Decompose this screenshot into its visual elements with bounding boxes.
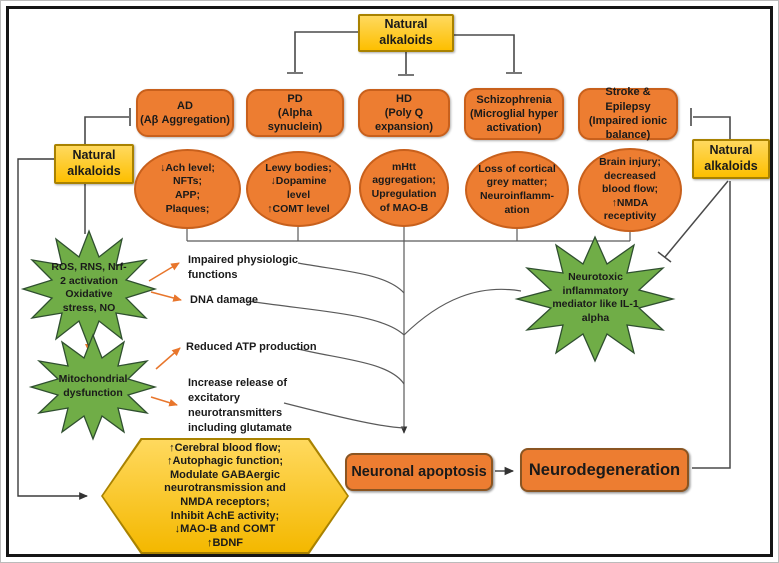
- disease-box-pd: PD (Alpha synuclein): [246, 89, 344, 137]
- effect-curve-2: [247, 300, 405, 336]
- inhibit-connector-schizophrenia: [454, 34, 522, 74]
- pathology-ellipse-pd: Lewy bodies; ↓Dopamine level ↑COMT level: [246, 151, 351, 227]
- disease-name: HD: [396, 92, 412, 105]
- therapeutic-hexagon-text: ↑Cerebral blood flow; ↑Autophagic functi…: [103, 440, 347, 552]
- pathology-ellipse-schizophrenia: Loss of cortical grey matter; Neuroinfla…: [465, 151, 569, 229]
- pathology-line: ↓Dopamine: [270, 175, 327, 188]
- disease-box-schizophrenia: Schizophrenia (Microglial hyper activati…: [464, 88, 564, 140]
- pathology-ellipse-stroke: Brain injury; decreased blood flow; ↑NMD…: [578, 148, 682, 232]
- disease-name: AD: [177, 99, 193, 112]
- disease-box-hd: HD (Poly Q expansion): [358, 89, 450, 137]
- neurodegeneration-box: Neurodegeneration: [520, 448, 689, 492]
- neurotoxic-starburst: [514, 235, 676, 363]
- disease-mechanism: (Microglial hyper activation): [469, 107, 559, 135]
- disease-name: Schizophrenia: [476, 93, 552, 106]
- inhibit-connector-ad: [84, 108, 131, 144]
- therapeutic-line: NMDA receptors;: [180, 496, 270, 508]
- therapeutic-line: ↓MAO-B and COMT: [174, 523, 276, 536]
- pathology-line: level: [286, 189, 311, 201]
- starburst-line: inflammatory: [562, 284, 629, 297]
- pathology-line: Neuroinflamm-: [479, 190, 555, 202]
- pathology-stub-lines: [186, 227, 631, 241]
- starburst-line: Oxidative: [65, 288, 113, 301]
- pathology-line: receptivity: [603, 210, 657, 223]
- therapeutic-hexagon: ↑Cerebral blood flow; ↑Autophagic functi…: [101, 438, 349, 554]
- pathology-line: ation: [504, 203, 530, 216]
- mito-to-atp-arrow: [155, 347, 181, 370]
- effect-curve-1: [297, 262, 405, 294]
- therapeutic-line: ↑BDNF: [206, 536, 244, 549]
- mitochondrial-starburst-label: Mitochondrial dysfunction: [43, 373, 143, 400]
- right-rail-neurodegeneration: [692, 181, 731, 469]
- therapeutic-line: ↑Autophagic function;: [166, 455, 284, 468]
- effect-item-glutamate-release: Increase release of excitatory neurotran…: [188, 377, 292, 434]
- natural-alkaloids-top-label: Natural alkaloids: [379, 17, 433, 47]
- mitochondrial-starburst: [28, 333, 158, 441]
- pathology-line: decreased: [604, 169, 656, 182]
- pathology-line: Upregulation: [371, 188, 437, 200]
- inhibit-connector-hd: [398, 52, 414, 76]
- pathology-line: blood flow;: [602, 183, 658, 196]
- ros-starburst: [20, 229, 158, 349]
- mediator-curve: [403, 288, 522, 336]
- disease-mechanism: (Alpha synuclein): [267, 106, 323, 134]
- disease-mechanism: (Aβ Aggregation): [140, 114, 230, 126]
- pathology-ellipse-hd: mHtt aggregation; Upregulation of MAO-B: [359, 149, 449, 227]
- disease-name: PD: [287, 92, 303, 105]
- starburst-line: dysfunction: [63, 386, 123, 399]
- ros-to-dna-arrow: [150, 291, 182, 302]
- therapeutic-line: Inhibit AchE activity;: [170, 509, 280, 522]
- effect-item-impaired-physiologic: Impaired physiologic functions: [188, 254, 299, 281]
- pathology-line: Lewy bodies;: [265, 161, 332, 174]
- pathology-ellipse-ad: ↓Ach level; NFTs; APP; Plaques;: [134, 149, 241, 229]
- inhibit-connector-stroke: [690, 108, 731, 139]
- therapeutic-line: neurotransmission and: [164, 482, 286, 495]
- starburst-line: Neurotoxic: [568, 271, 623, 283]
- pathology-line: Plaques;: [165, 202, 210, 215]
- pathology-line: APP;: [174, 189, 201, 201]
- natural-alkaloids-right-box: Natural alkaloids: [692, 139, 770, 179]
- effect-item-reduced-atp: Reduced ATP production: [186, 341, 317, 353]
- starburst-line: stress, NO: [62, 301, 116, 314]
- starburst-line: alpha: [581, 311, 610, 324]
- ros-starburst-label: ROS, RNS, Nrf- 2 activation Oxidative st…: [37, 261, 141, 316]
- disease-mechanism: (Impaired ionic balance): [588, 115, 668, 142]
- starburst-line: Mitochondrial: [58, 373, 128, 385]
- starburst-line: 2 activation: [60, 274, 118, 287]
- effect-curve-3: [293, 347, 405, 385]
- starburst-line: mediator like IL-1: [552, 298, 639, 311]
- pathology-line: NFTs;: [173, 175, 202, 188]
- natural-alkaloids-top-box: Natural alkaloids: [358, 14, 454, 52]
- ros-to-impaired-arrow: [148, 262, 180, 282]
- disease-mechanism: (Poly Q expansion): [374, 106, 434, 134]
- pathology-line: Brain injury;: [599, 155, 661, 168]
- pathology-line: ↑NMDA: [611, 196, 649, 209]
- disease-name: Stroke & Epilepsy: [605, 86, 651, 113]
- left-rail-to-hexagon: [17, 158, 88, 500]
- effect-item-dna-damage: DNA damage: [190, 294, 259, 306]
- pathology-line: mHtt: [392, 160, 416, 173]
- natural-alkaloids-right-label: Natural alkaloids: [704, 143, 758, 173]
- neuronal-apoptosis-box: Neuronal apoptosis: [345, 453, 493, 491]
- disease-box-ad: AD (Aβ Aggregation): [136, 89, 234, 137]
- therapeutic-line: Modulate GABAergic: [169, 468, 280, 481]
- natural-alkaloids-left-label: Natural alkaloids: [67, 148, 121, 178]
- neurotoxic-starburst-label: Neurotoxic inflammatory mediator like IL…: [538, 271, 653, 326]
- rightbox-inhibit-mediator: [657, 180, 729, 263]
- therapeutic-line: ↑Cerebral blood flow;: [169, 441, 281, 454]
- pathology-line: aggregation;: [372, 174, 436, 187]
- pathology-line: Loss of cortical: [478, 162, 556, 175]
- disease-box-stroke-epilepsy: Stroke & Epilepsy (Impaired ionic balanc…: [578, 86, 678, 142]
- pathology-line: ↑COMT level: [267, 202, 330, 215]
- pathology-line: ↓Ach level;: [160, 161, 215, 174]
- pathology-line: grey matter;: [486, 176, 548, 189]
- inhibit-connector-pd: [287, 31, 358, 74]
- natural-alkaloids-left-box: Natural alkaloids: [54, 144, 134, 184]
- pathology-line: of MAO-B: [379, 201, 429, 214]
- starburst-line: ROS, RNS, Nrf-: [51, 261, 127, 273]
- effect-curve-4: [283, 402, 405, 429]
- mito-to-glutamate-arrow: [150, 396, 178, 407]
